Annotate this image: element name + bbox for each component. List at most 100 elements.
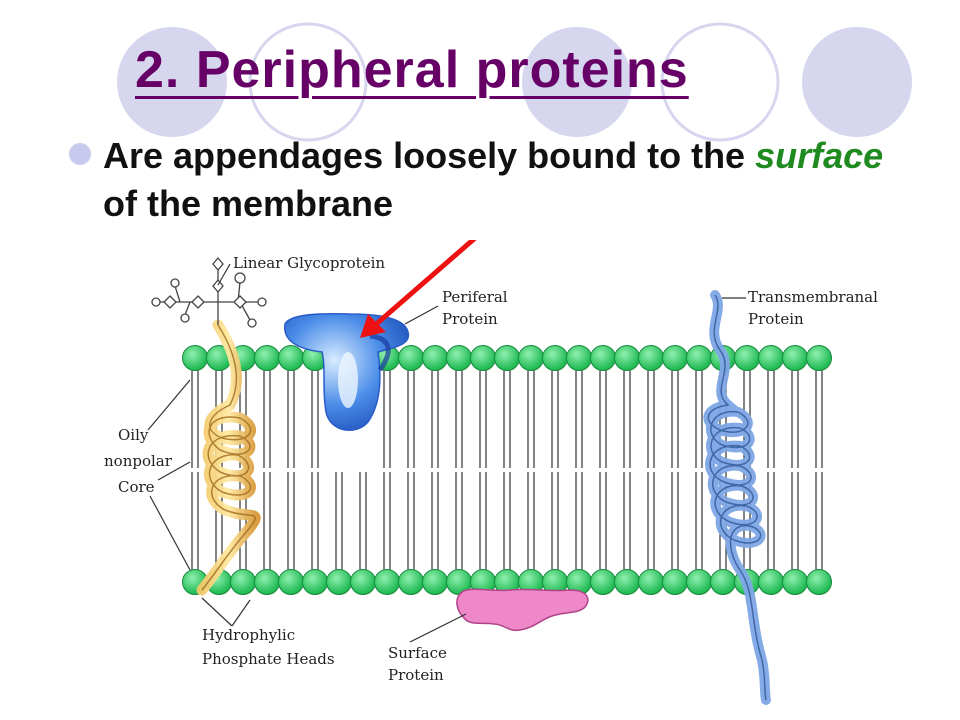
transmembrane-helix-outline	[707, 294, 767, 701]
lipid-tail	[671, 472, 679, 570]
phosphate-head	[590, 345, 616, 371]
phosphate-head	[758, 345, 784, 371]
lipid-tail	[599, 370, 607, 468]
phosphate-head	[326, 569, 352, 595]
decor-circle-mid	[522, 27, 632, 137]
lipid-tail	[647, 472, 655, 570]
phosphate-head	[518, 345, 544, 371]
phosphate-head	[254, 569, 280, 595]
lipid-tail	[503, 472, 511, 570]
lipid-tail	[623, 472, 631, 570]
phosphate-head	[758, 569, 784, 595]
phosphate-head	[374, 569, 400, 595]
carbohydrate-chain	[151, 256, 267, 328]
phosphate-head	[662, 569, 688, 595]
decor-circle-left	[117, 27, 227, 137]
phosphate-head	[734, 345, 760, 371]
decor-circle-outline-1	[248, 22, 368, 142]
phosphate-head	[398, 569, 424, 595]
phosphate-head	[470, 345, 496, 371]
leader-lines	[147, 263, 746, 643]
lipid-tail	[479, 472, 487, 570]
phosphate-head	[446, 345, 472, 371]
phosphate-head	[422, 345, 448, 371]
peripheral-protein	[284, 312, 410, 431]
phosphate-head	[278, 345, 304, 371]
bullet-text-after: of the membrane	[103, 183, 394, 224]
decor-circle-outline-2	[660, 22, 780, 142]
lipid-tail	[479, 370, 487, 468]
lipid-tail	[455, 370, 463, 468]
phosphate-head	[614, 569, 640, 595]
lipid-tail	[791, 472, 799, 570]
bullet-emphasis: surface	[755, 135, 884, 176]
label-periferal-line2: Protein	[442, 310, 498, 328]
lipid-tail	[431, 472, 439, 570]
phosphate-head	[422, 569, 448, 595]
label-oily-line3: Core	[118, 478, 155, 496]
phosphate-head	[398, 345, 424, 371]
label-hydrophylic-line1: Hydrophylic	[202, 626, 295, 644]
lipid-tail	[383, 472, 391, 570]
phosphate-head	[686, 569, 712, 595]
bullet-dot-icon	[69, 143, 91, 165]
label-linear-glycoprotein: Linear Glycoprotein	[233, 254, 385, 272]
red-arrow-icon	[360, 240, 477, 338]
lipid-tail	[431, 370, 439, 468]
phosphate-head	[182, 345, 208, 371]
lipid-tail	[191, 370, 199, 468]
lipid-tail	[191, 472, 199, 570]
lipid-tail	[815, 472, 823, 570]
slide-title: 2. Peripheral proteins	[135, 41, 689, 99]
phosphate-head	[542, 345, 568, 371]
lipid-tail	[311, 370, 319, 468]
lipid-tail	[527, 472, 535, 570]
lipid-tail	[263, 472, 271, 570]
transmembrane-protein	[703, 290, 771, 705]
label-transmembranal-line2: Protein	[748, 310, 804, 328]
phosphate-head	[278, 569, 304, 595]
peripheral-protein-highlight	[338, 352, 358, 408]
membrane-diagram: Linear Glycoprotein Periferal Protein Tr…	[104, 240, 878, 705]
phosphate-head	[614, 345, 640, 371]
phosphate-head	[566, 345, 592, 371]
lipid-tail	[575, 370, 583, 468]
lipid-tail	[695, 472, 703, 570]
lipid-tail	[647, 370, 655, 468]
lipid-tail	[359, 472, 367, 570]
lipid-tail	[311, 472, 319, 570]
lipid-tail	[527, 370, 535, 468]
phosphate-head	[350, 569, 376, 595]
lipid-tail	[671, 370, 679, 468]
lipid-tail	[623, 370, 631, 468]
phosphate-head	[806, 569, 832, 595]
phosphate-head	[686, 345, 712, 371]
label-oily-line2: nonpolar	[104, 452, 173, 470]
lipid-tail	[455, 472, 463, 570]
label-hydrophylic-line2: Phosphate Heads	[202, 650, 335, 668]
phosphate-head	[782, 345, 808, 371]
lipid-tail	[503, 370, 511, 468]
lipid-tail	[407, 370, 415, 468]
phosphate-head	[638, 345, 664, 371]
surface-protein	[456, 588, 589, 632]
lipid-tail	[263, 370, 271, 468]
glycoprotein-helix-outline	[201, 324, 256, 591]
decor-circle-right	[802, 27, 912, 137]
phosphate-head	[494, 345, 520, 371]
lipid-tail	[695, 370, 703, 468]
phosphate-head	[662, 345, 688, 371]
phosphate-head	[782, 569, 808, 595]
phosphate-head	[590, 569, 616, 595]
lipid-tail	[599, 472, 607, 570]
label-surface-line1: Surface	[388, 644, 447, 662]
phosphate-head	[254, 345, 280, 371]
lipid-tail	[575, 472, 583, 570]
lipid-tail	[335, 472, 343, 570]
phosphate-head	[230, 569, 256, 595]
lipid-tail	[287, 472, 295, 570]
lipid-tail	[383, 370, 391, 468]
lipid-tail	[551, 370, 559, 468]
label-oily-line1: Oily	[118, 426, 149, 444]
